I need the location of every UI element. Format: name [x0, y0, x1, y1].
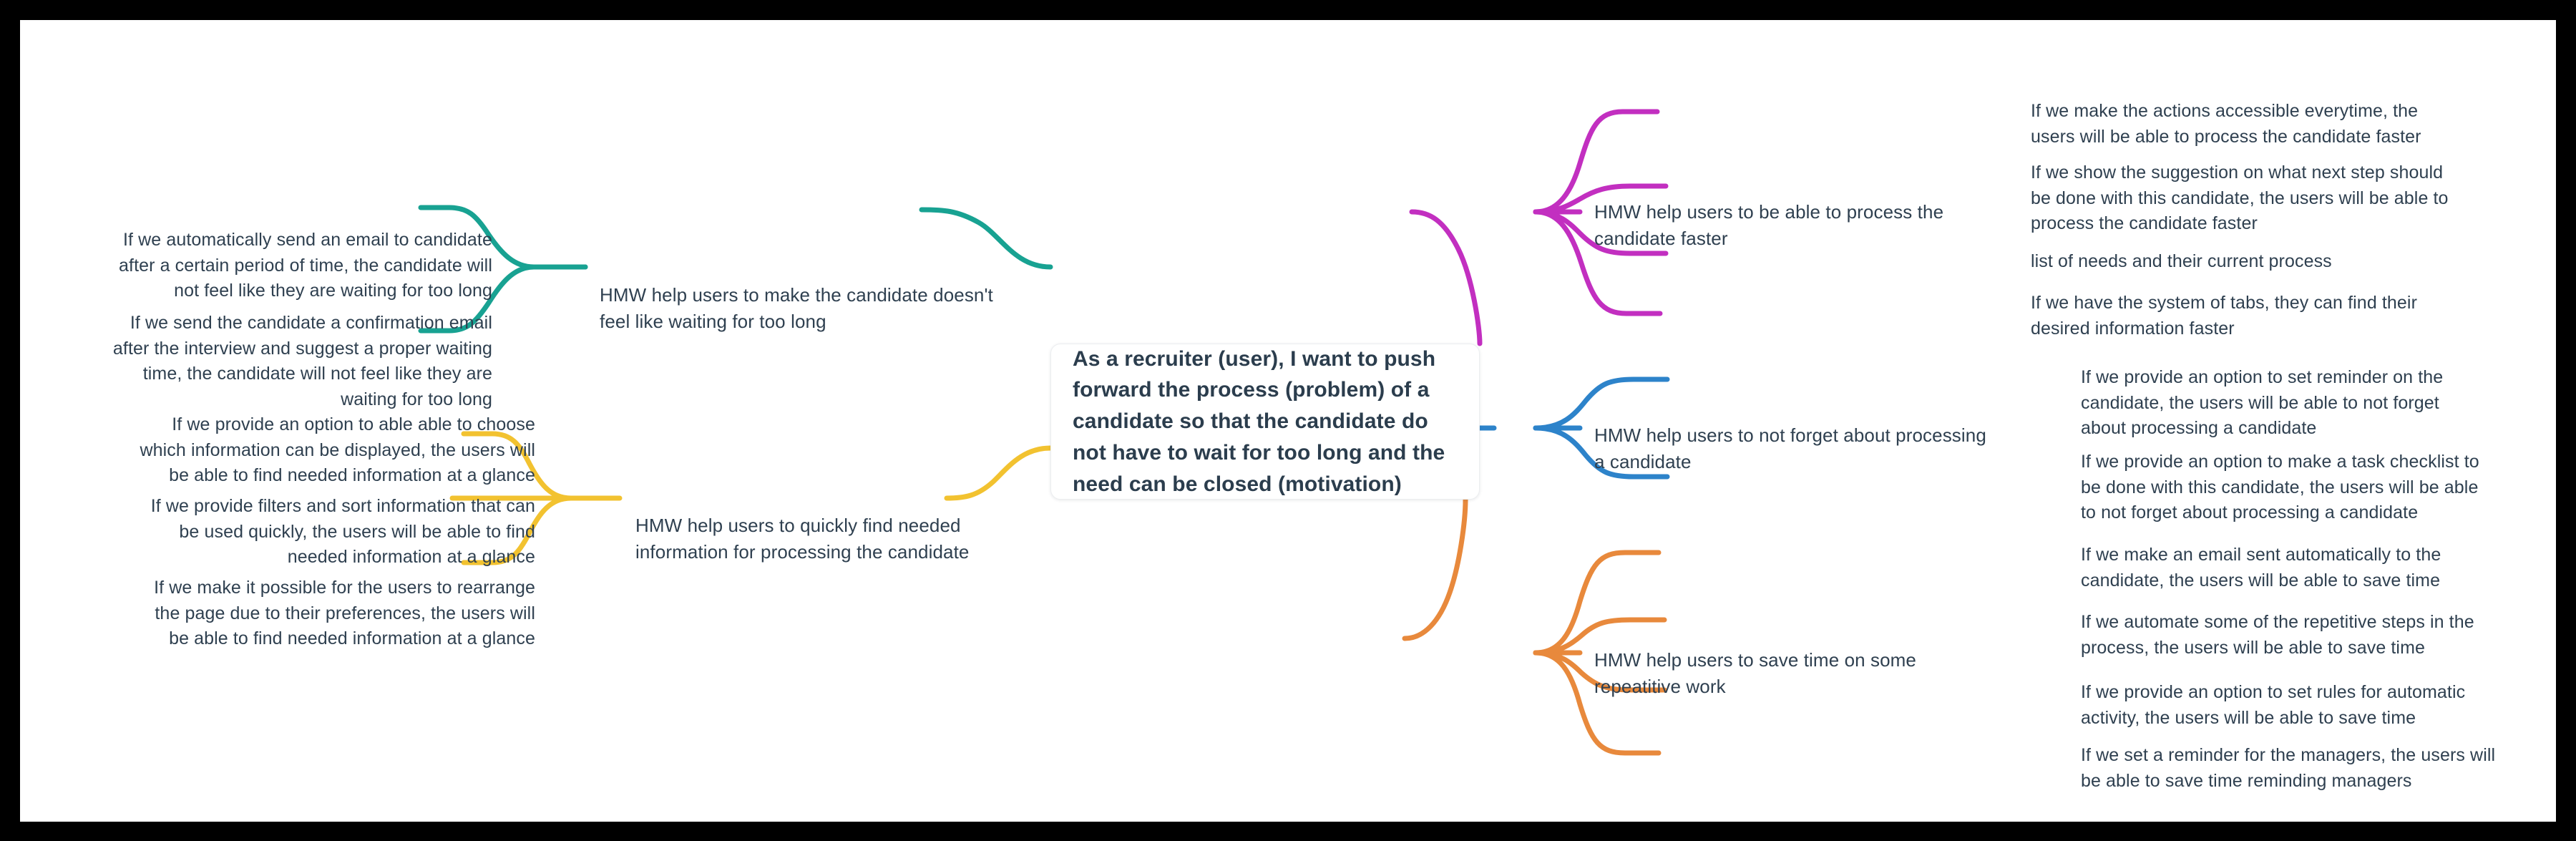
link-center-magenta: [1409, 209, 1483, 346]
leaf-blue-2[interactable]: If we provide an option to make a task c…: [2081, 452, 2479, 522]
center-node-text: As a recruiter (user), I want to push fo…: [1073, 346, 1445, 496]
leaf-magenta-2[interactable]: If we show the suggestion on what next s…: [2031, 162, 2449, 233]
leaf-orange-4[interactable]: If we set a reminder for the managers, t…: [2081, 745, 2496, 791]
center-node[interactable]: As a recruiter (user), I want to push fo…: [1050, 344, 1480, 500]
branch-label-make-candidate-not-feel-waiting[interactable]: HMW help users to make the candidate doe…: [600, 284, 993, 332]
link-center-amber: [944, 445, 1053, 501]
branch-label-process-candidate-faster[interactable]: HMW help users to be able to process the…: [1594, 201, 1944, 249]
link-center-orange: [1402, 497, 1468, 641]
leaf-orange-1[interactable]: If we make an email sent automatically t…: [2081, 545, 2441, 590]
branch-label-not-forget-processing-candidate[interactable]: HMW help users to not forget about proce…: [1594, 424, 1986, 472]
leaf-amber-3[interactable]: If we make it possible for the users to …: [154, 578, 535, 648]
link-center-teal: [919, 207, 1053, 270]
leaf-magenta-4[interactable]: If we have the system of tabs, they can …: [2031, 293, 2417, 339]
link-group-orange: [1402, 497, 1667, 756]
leaf-teal-1[interactable]: If we automatically send an email to can…: [119, 230, 492, 301]
link-orange-hub-1: [1533, 550, 1662, 656]
leaf-amber-1[interactable]: If we provide an option to able able to …: [140, 414, 535, 485]
mindmap-canvas[interactable]: As a recruiter (user), I want to push fo…: [20, 20, 2556, 822]
link-magenta-hub-1: [1533, 109, 1660, 215]
leaf-blue-1[interactable]: If we provide an option to set reminder …: [2081, 367, 2444, 438]
branch-label-save-time-repeatitive-work[interactable]: HMW help users to save time on some repe…: [1594, 649, 1916, 697]
leaf-orange-2[interactable]: If we automate some of the repetitive st…: [2081, 612, 2474, 658]
leaf-magenta-1[interactable]: If we make the actions accessible everyt…: [2031, 101, 2421, 147]
leaf-teal-2[interactable]: If we send the candidate a confirmation …: [112, 313, 492, 409]
leaf-orange-3[interactable]: If we provide an option to set rules for…: [2081, 682, 2466, 728]
leaf-magenta-3[interactable]: list of needs and their current process: [2031, 251, 2332, 271]
leaf-amber-2[interactable]: If we provide filters and sort informati…: [150, 496, 535, 567]
mindmap-frame: As a recruiter (user), I want to push fo…: [20, 20, 2556, 822]
branch-label-quickly-find-needed-information[interactable]: HMW help users to quickly find needed in…: [635, 515, 970, 563]
link-blue-hub-top: [1533, 376, 1670, 431]
